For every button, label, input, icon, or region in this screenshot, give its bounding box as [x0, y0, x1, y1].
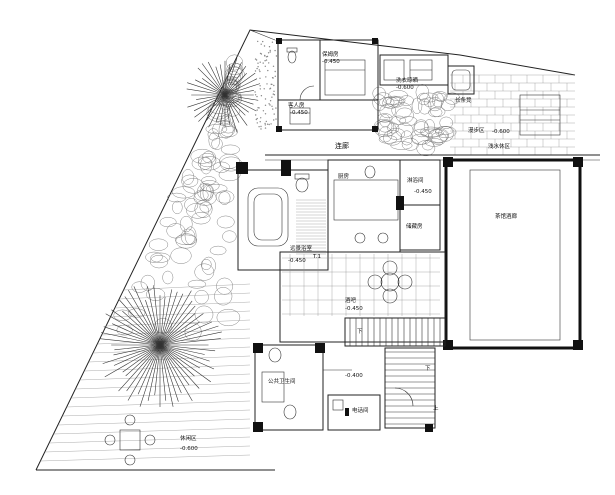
tea-room-label: 茶馆酒廊	[495, 212, 518, 220]
laundry-label: 洗衣晾晒	[396, 76, 419, 84]
bar-label: 酒吧	[345, 296, 357, 304]
phone-room-label: 电话间	[352, 406, 369, 414]
bath-level: -0.450	[288, 258, 306, 264]
misc-mark: T.1	[312, 254, 321, 260]
storage-label: 储藏房	[406, 222, 423, 230]
laundry-block	[379, 54, 561, 136]
corridor-label: 连廊	[335, 141, 349, 150]
public-wc-label: 公共卫生间	[268, 377, 296, 385]
site-boundary	[35, 29, 576, 471]
rest-level: -0.600	[180, 446, 198, 452]
kitchen-label: 厨房	[338, 172, 350, 180]
stroll-zone-label: 漫步区	[468, 126, 485, 134]
stroll-level: -0.600	[492, 129, 510, 135]
long-bench-label: 长条凳	[455, 96, 472, 104]
gravel-area	[254, 40, 278, 130]
brick-paving	[450, 74, 575, 155]
stairs-up-label: 上	[433, 404, 439, 412]
leisure-zone-label: 浅水休区	[488, 142, 511, 150]
guest-room-label: 客人房	[288, 101, 305, 109]
shower-level: -0.450	[414, 189, 432, 195]
palm-tree-small	[186, 58, 261, 133]
rest-zone-label: 休闲区	[180, 434, 197, 442]
wc-level: -0.400	[345, 373, 363, 379]
palm-tree-large	[99, 285, 222, 407]
nanny-guest-block	[276, 38, 379, 132]
stairs-down-label-1: 下	[357, 328, 363, 335]
laundry-level: -0.600	[396, 85, 414, 91]
nanny-room-label: 保姆房	[322, 50, 339, 58]
main-house-walls	[236, 157, 583, 432]
outdoor-table-set	[104, 414, 156, 466]
nanny-level: -0.450	[322, 59, 340, 65]
bar-level: -0.450	[345, 306, 363, 312]
deck-hatching	[40, 283, 251, 462]
guest-level: -0.450	[290, 110, 308, 116]
shower-label: 淋浴间	[407, 176, 424, 184]
stone-paving-top	[372, 84, 461, 157]
stairs-down-label-2: 下	[425, 365, 431, 372]
bath-room-label: 远景浴室	[290, 244, 313, 252]
